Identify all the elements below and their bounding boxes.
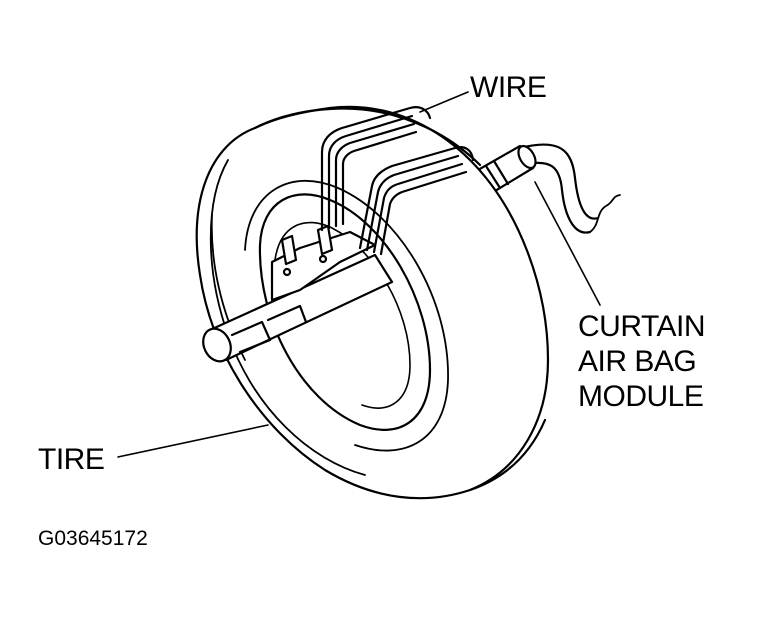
figure-code: G03645172 <box>38 527 148 550</box>
tire-body <box>195 105 550 500</box>
curtain-air-bag-module-label: CURTAIN AIR BAG MODULE <box>578 309 706 414</box>
wire-label: WIRE <box>470 71 547 104</box>
rod <box>202 253 394 363</box>
wire-band <box>320 106 475 256</box>
module-label-line-2: AIR BAG <box>578 345 697 378</box>
module-label-line-3: MODULE <box>578 380 704 413</box>
leader-lines <box>117 91 601 458</box>
module-connector <box>476 144 537 196</box>
module-leader <box>534 181 601 306</box>
tire-leader <box>117 424 269 458</box>
mounting-bracket <box>270 224 377 302</box>
tire-label: TIRE <box>38 443 105 476</box>
wire-leader <box>419 91 469 113</box>
module-cable <box>518 143 621 234</box>
module-label-line-1: CURTAIN <box>578 310 706 343</box>
